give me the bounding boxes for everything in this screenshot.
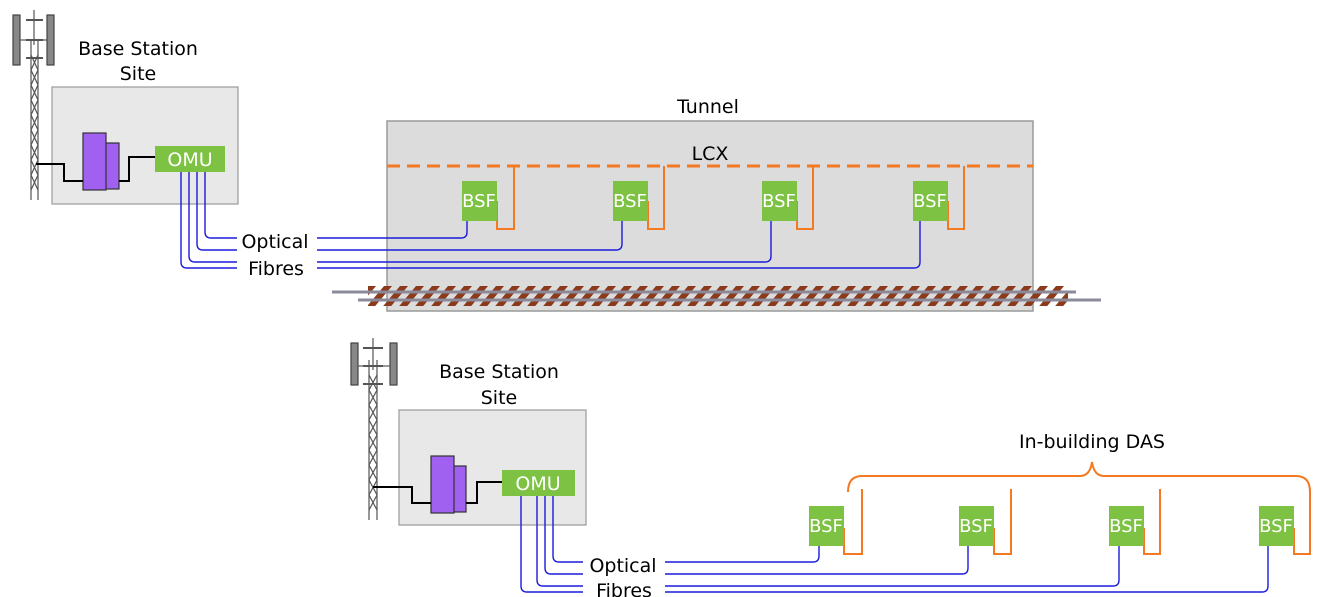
tunnel-label: Tunnel	[676, 96, 739, 118]
bsf-unit: BSF	[462, 166, 515, 230]
svg-text:BSF: BSF	[959, 516, 993, 537]
base-station-site-title-line2: Site	[120, 63, 156, 85]
equipment-omu-cable	[119, 156, 155, 182]
equipment-rack	[430, 455, 455, 514]
svg-text:BSF: BSF	[613, 191, 647, 212]
railway-track	[332, 286, 1101, 306]
omu-unit	[502, 470, 575, 496]
svg-text:BSF: BSF	[762, 191, 796, 212]
base-station-site-box	[51, 86, 239, 205]
bsf-unit: BSF	[762, 166, 814, 230]
optical-fibres-label-line2: Fibres	[248, 258, 304, 280]
base-station-site-title: Base Station	[439, 361, 559, 383]
bsf-unit: BSF	[1109, 489, 1161, 555]
optical-fibres-label: Optical	[589, 555, 656, 577]
svg-text:BSF: BSF	[809, 516, 843, 537]
omu-label: OMU	[515, 473, 560, 495]
das-label: In-building DAS	[1019, 431, 1165, 453]
bsf-unit: BSF	[613, 166, 665, 230]
base-station-site-box	[398, 409, 587, 526]
antenna-tower-icon	[350, 338, 398, 520]
omu-unit	[155, 146, 225, 172]
bsf-unit: BSF	[809, 489, 863, 555]
bsf-unit: BSF	[913, 166, 965, 230]
omu-label: OMU	[167, 149, 212, 171]
svg-text:BSF: BSF	[1109, 516, 1143, 537]
antenna-feeder-cable	[373, 486, 431, 504]
antenna-tower-icon	[12, 10, 55, 200]
lcx-label: LCX	[692, 143, 729, 165]
optical-fibres	[180, 172, 921, 269]
optical-fibres-label: Optical	[241, 231, 308, 253]
optical-fibres-label-line2: Fibres	[596, 580, 652, 597]
bsf-unit: BSF	[959, 489, 1012, 555]
equipment-rack	[82, 132, 107, 191]
base-station-site-title-line2: Site	[481, 387, 517, 409]
equipment-rack-back	[104, 142, 120, 190]
equipment-omu-cable	[466, 481, 502, 504]
svg-text:BSF: BSF	[462, 191, 496, 212]
antenna-feeder-cable	[36, 163, 83, 182]
optical-fibres	[520, 496, 1269, 593]
bsf-unit: BSF	[1259, 489, 1311, 555]
svg-text:BSF: BSF	[913, 191, 947, 212]
das-brace	[847, 461, 1311, 493]
svg-text:BSF: BSF	[1259, 516, 1293, 537]
base-station-site-title: Base Station	[78, 38, 198, 60]
